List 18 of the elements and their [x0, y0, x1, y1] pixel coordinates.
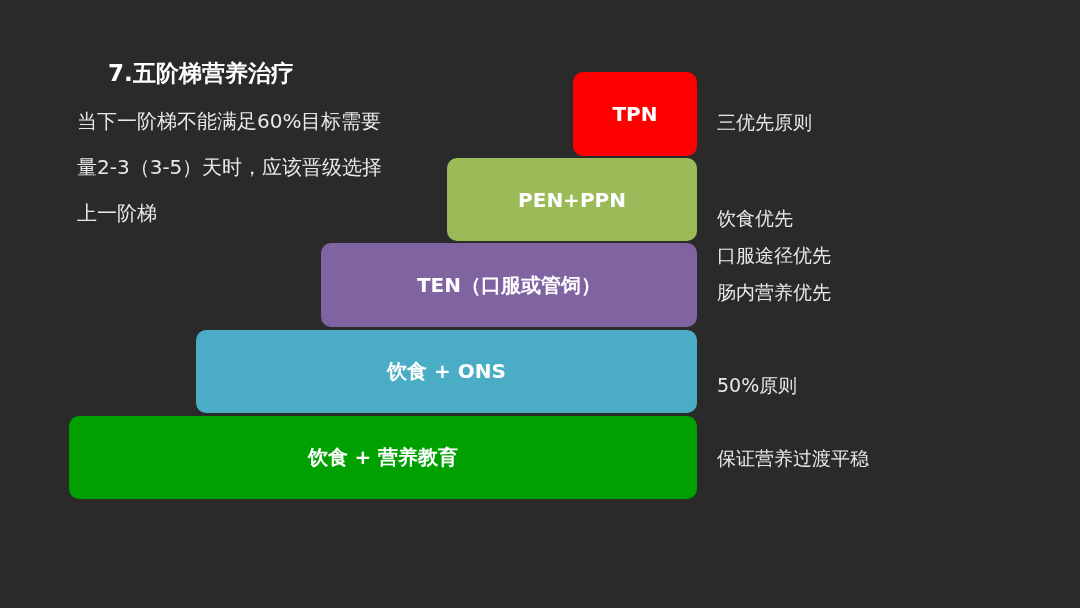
principle-note: 保证营养过渡平稳	[717, 446, 869, 471]
step-label: PEN+PPN	[518, 187, 626, 212]
step-block	[69, 416, 697, 499]
principle-note: 肠内营养优先	[717, 280, 831, 305]
step-block	[321, 243, 697, 327]
principle-note: 口服途径优先	[717, 243, 831, 268]
step-label: TPN	[612, 102, 658, 126]
step-block	[196, 330, 697, 413]
principle-note: 三优先原则	[717, 110, 812, 135]
title: 7.五阶梯营养治疗	[108, 59, 294, 88]
principle-note: 饮食优先	[717, 206, 793, 231]
description-paragraph: 当下一阶梯不能满足60%目标需要量2-3（3-5）天时，应该晋级选择上一阶梯	[77, 108, 384, 227]
step-block	[447, 158, 697, 241]
step-block	[573, 72, 697, 156]
principle-note: 50%原则	[717, 373, 798, 398]
step-label: 饮食 + 营养教育	[307, 444, 459, 471]
step-label: TEN（口服或管饲）	[416, 271, 601, 299]
step-label: 饮食 + ONS	[387, 358, 506, 385]
